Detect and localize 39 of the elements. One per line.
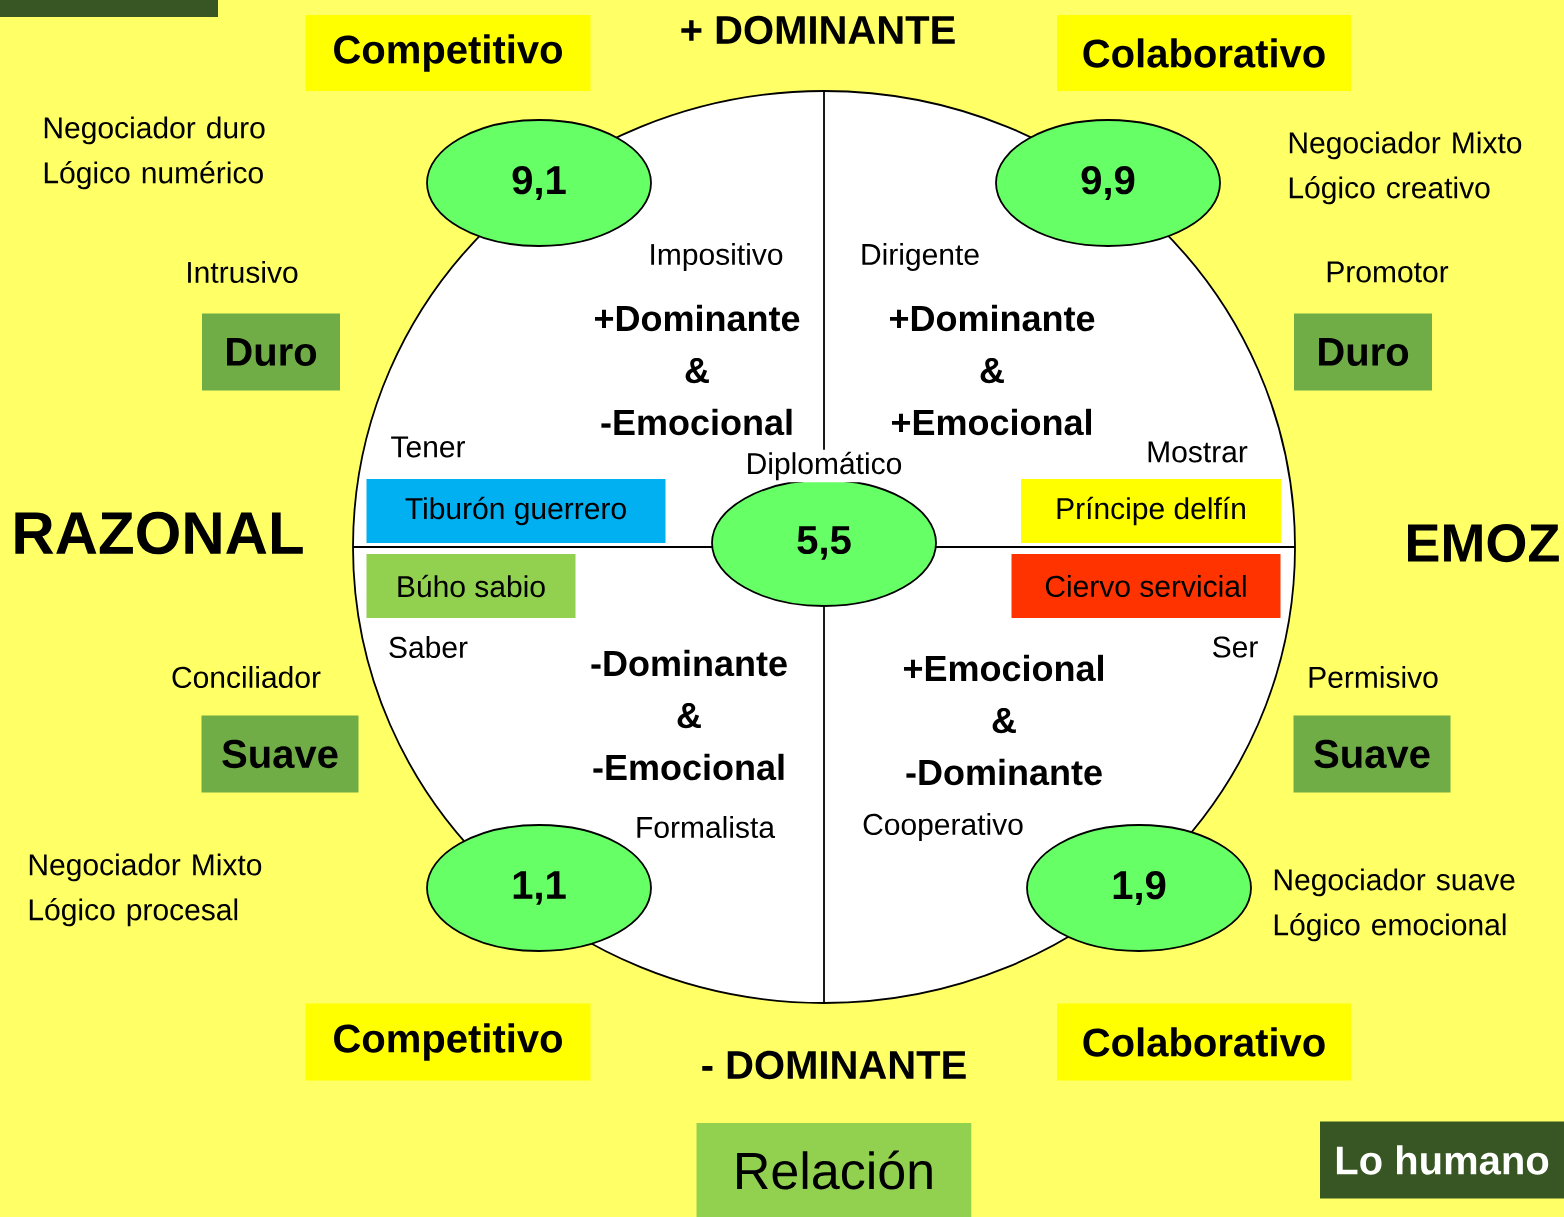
description-text: Negociador duro Lógico numérico [44,116,265,190]
label-box: Colaborativo [1057,15,1351,91]
quadrant-text: +Dominante & +Emocional [890,304,1095,436]
label-box: Suave [1293,715,1451,793]
label-box: Suave [201,715,359,793]
label-box: Competitivo [305,15,591,91]
label-box: Duro [1294,313,1432,391]
style-label: Permisivo [1309,666,1438,688]
style-label: Dirigente [862,243,979,271]
description-text: Negociador suave Lógico emocional [1274,868,1515,942]
verb-label: Ser [1213,636,1258,658]
quadrant-text: +Dominante & -Emocional [595,304,800,436]
verb-label: Tener [391,436,466,458]
style-label: Promotor [1327,261,1449,283]
quadrant-text: -Dominante & -Emocional [591,649,787,781]
style-label: Conciliador [172,666,321,688]
verb-label: Mostrar [1148,441,1248,463]
axis-label: RAZONAL [15,511,303,555]
axis-label: - DOMINANTE [702,1050,966,1080]
quadrant-text: +Emocional & -Dominante [904,654,1103,786]
label-box: Tiburón guerrero [366,479,666,543]
label-box: Relación [696,1123,972,1217]
label-box: Búho sabio [366,554,576,618]
label-box: Competitivo [305,1003,591,1081]
description-text: Negociador Mixto Lógico procesal [29,853,262,927]
label-box: Lo humano [1320,1121,1564,1199]
axis-label: + DOMINANTE [681,15,955,45]
verb-label: Saber [389,636,468,658]
label-box: Ciervo servicial [1011,554,1281,618]
axis-label: EMOZ [1408,523,1559,563]
header-bar [0,0,218,17]
caption-text: Diplomático [743,449,905,483]
label-box: Colaborativo [1057,1003,1351,1081]
label-box: Príncipe delfín [1021,479,1281,543]
label-box: Duro [202,313,340,391]
style-label: Intrusivo [188,261,298,283]
style-label: Cooperativo [863,813,1023,841]
description-text: Negociador Mixto Lógico creativo [1289,131,1522,205]
style-label: Impositivo [651,243,783,271]
